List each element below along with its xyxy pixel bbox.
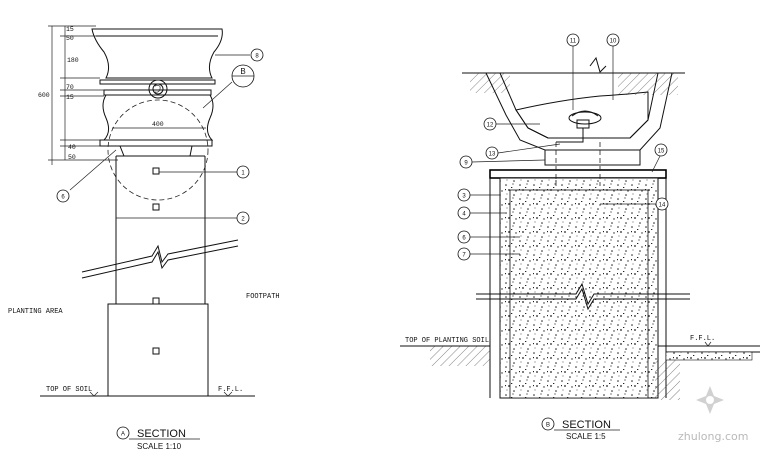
section-letter-b: B [546,423,550,429]
callout-12: 12 [487,123,494,129]
callouts-a: 8 B 1 2 6 [56,48,264,225]
callout-4: 4 [462,212,466,218]
section-title-text-a: SECTION [137,428,186,440]
dimension-lines-a: 15 50 180 600 70 15 40 50 400 [38,25,206,219]
planting-area-label: PLANTING AREA [8,308,63,316]
callout-6: 6 [61,195,65,201]
dim-400: 400 [152,121,164,128]
section-letter-a: A [121,432,125,438]
bowl-section [485,72,673,166]
watermark: zhulong.com [678,386,748,443]
callout-9: 9 [464,161,468,167]
callout-15: 15 [658,149,665,155]
callouts-b: 11 10 12 13 9 15 3 4 6 [457,33,669,261]
callout-6b: 6 [462,236,466,242]
watermark-text: zhulong.com [678,430,748,443]
dim-40: 40 [68,144,76,151]
callout-11: 11 [570,39,577,45]
callout-10: 10 [610,39,617,45]
dim-180: 180 [67,57,79,64]
section-b: 11 10 12 13 9 15 3 4 6 [400,33,760,441]
soil-top [462,56,685,95]
ffl-label-a: F.F.L. [218,386,243,394]
dim-50b: 50 [68,154,76,161]
callout-2: 2 [241,217,245,223]
dim-15b: 15 [66,94,74,101]
callout-7: 7 [462,253,466,259]
section-title-text-b: SECTION [562,419,611,431]
callout-13: 13 [489,152,496,158]
pedestal-core [476,142,690,399]
section-title-a: A SECTION SCALE 1:10 [116,426,200,451]
section-scale-a: SCALE 1:10 [137,442,182,451]
dim-50: 50 [66,35,74,42]
section-a: 15 50 180 600 70 15 40 50 400 8 B 1 2 [8,25,280,451]
callout-1: 1 [241,171,245,177]
section-title-b: B SECTION SCALE 1:5 [541,417,620,441]
detail-circle-b [107,99,209,201]
callout-14: 14 [659,203,666,209]
callout-b: B [240,67,245,76]
dim-600: 600 [38,92,50,99]
urn-elevation [91,28,223,157]
dim-70: 70 [66,84,74,91]
section-scale-b: SCALE 1:5 [566,432,606,441]
pedestal [81,155,239,397]
top-of-soil-label: TOP OF SOIL [46,386,92,394]
top-of-planting-soil-label: TOP OF PLANTING SOIL [405,337,489,345]
footpath-label: FOOTPATH [246,293,280,301]
callout-8: 8 [255,54,259,60]
rosette-ornament [148,79,168,99]
callout-3: 3 [462,194,466,200]
paving-right [655,345,760,400]
dim-15: 15 [66,26,74,33]
ffl-label-b: F.F.L. [690,335,715,343]
